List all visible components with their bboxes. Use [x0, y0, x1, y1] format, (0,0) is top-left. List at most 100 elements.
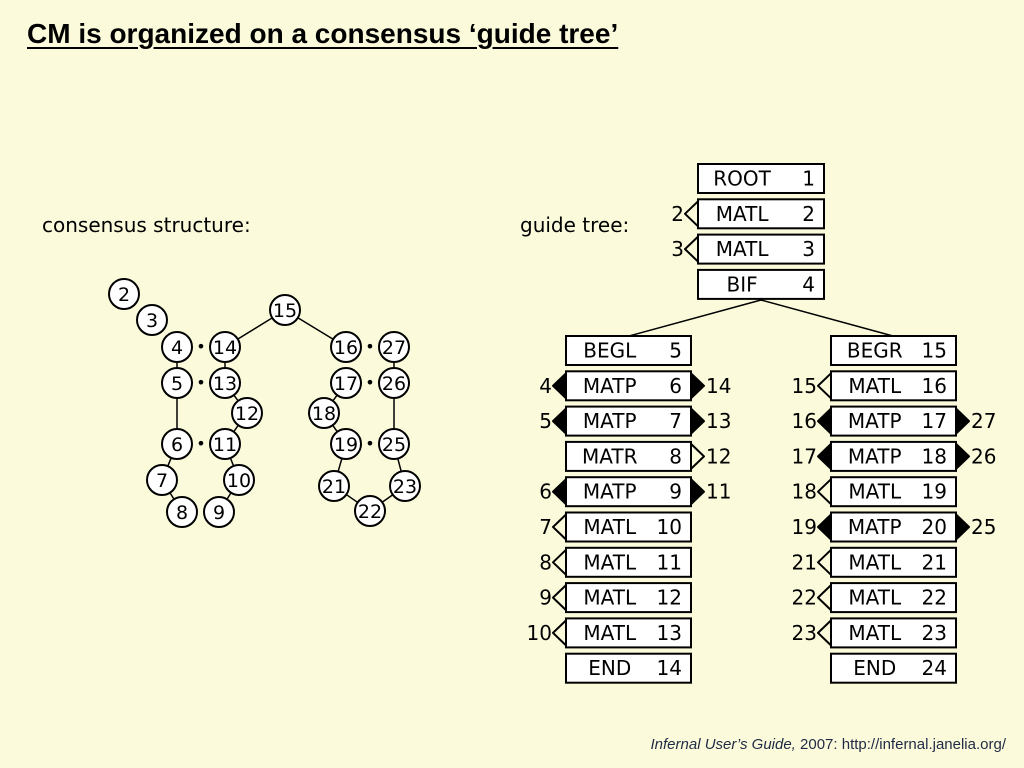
left-position: 21 [792, 550, 817, 574]
tree-node-box [565, 405, 692, 437]
residue-node: 4 [161, 331, 193, 363]
node-number: 2 [802, 202, 815, 226]
residue-circle [108, 278, 140, 310]
residue-circle [330, 428, 362, 460]
node-type: MATL [848, 550, 902, 574]
residue-node: 26 [378, 367, 410, 399]
left-position: 8 [539, 550, 552, 574]
tree-node-box [565, 476, 692, 508]
residue-circle [378, 428, 410, 460]
base-pair-dots: •••••• [196, 337, 374, 453]
base-pair-dot: • [365, 373, 374, 392]
bond-line [297, 317, 334, 340]
residue-circle [389, 470, 421, 502]
right-state-marker [955, 442, 970, 470]
residue-node: 9 [203, 496, 235, 528]
bond-line [332, 394, 338, 402]
residue-circle [136, 304, 168, 336]
residue-number: 27 [382, 337, 406, 359]
residue-node: 17 [330, 367, 362, 399]
right-state-marker [690, 407, 705, 435]
base-pair-dot: • [365, 434, 374, 453]
node-number: 4 [802, 272, 815, 296]
node-number: 22 [922, 586, 947, 610]
residue-node: 16 [330, 331, 362, 363]
residue-number: 19 [334, 434, 358, 456]
node-number: 11 [657, 550, 682, 574]
tree-node-box [830, 652, 957, 684]
right-state-marker [955, 407, 970, 435]
node-number: 8 [669, 444, 682, 468]
residue-number: 16 [334, 337, 358, 359]
left-position: 10 [527, 621, 552, 645]
tree-node-box [697, 198, 825, 230]
left-position: 3 [671, 237, 684, 261]
node-type: MATL [583, 550, 637, 574]
node-type: MATP [848, 409, 902, 433]
left-state-marker [552, 372, 567, 400]
residue-circle [378, 331, 410, 363]
left-position: 5 [539, 409, 552, 433]
residue-number: 2 [118, 284, 130, 306]
node-type: BEGL [583, 339, 637, 363]
node-type: MATP [583, 409, 637, 433]
residue-circle [354, 495, 386, 527]
tree-node-box [565, 370, 692, 402]
node-type: MATL [583, 515, 637, 539]
tree-node-box [830, 582, 957, 614]
residue-number: 6 [171, 434, 183, 456]
left-position: 22 [792, 586, 817, 610]
left-position: 23 [792, 621, 817, 645]
residue-number: 12 [235, 403, 259, 425]
base-pair-dot: • [365, 337, 374, 356]
node-type: BIF [727, 272, 758, 296]
left-position: 4 [539, 374, 552, 398]
residue-node: 11 [209, 428, 241, 460]
left-state-marker [552, 478, 567, 506]
node-type: MATL [848, 374, 902, 398]
right-state-marker [690, 372, 705, 400]
residue-number: 21 [322, 476, 346, 498]
branch-line-left [628, 299, 762, 337]
tree-node-box [565, 440, 692, 472]
left-state-marker [817, 407, 832, 435]
residue-node: 10 [223, 464, 255, 496]
base-pair-dot: • [196, 373, 205, 392]
node-number: 12 [657, 586, 682, 610]
node-number: 15 [922, 339, 947, 363]
left-position: 2 [671, 202, 684, 226]
node-number: 24 [922, 656, 947, 680]
residue-number: 11 [213, 434, 237, 456]
left-state-marker [817, 478, 832, 506]
node-type: MATL [848, 480, 902, 504]
residue-circle [166, 496, 198, 528]
left-state-marker [817, 584, 832, 612]
node-number: 14 [657, 656, 682, 680]
node-number: 18 [922, 444, 947, 468]
right-state-marker [955, 513, 970, 541]
node-type: BEGR [847, 339, 903, 363]
residue-circle [209, 367, 241, 399]
node-type: MATL [583, 621, 637, 645]
node-type: MATL [583, 586, 637, 610]
tree-node: BIF 4 [697, 268, 825, 300]
tree-node-box [565, 546, 692, 578]
node-number: 13 [657, 621, 682, 645]
residue-circle [161, 367, 193, 399]
residue-circle [203, 496, 235, 528]
tree-node-box [697, 163, 825, 194]
bond-line [167, 457, 172, 467]
residue-node: 15 [269, 294, 301, 326]
